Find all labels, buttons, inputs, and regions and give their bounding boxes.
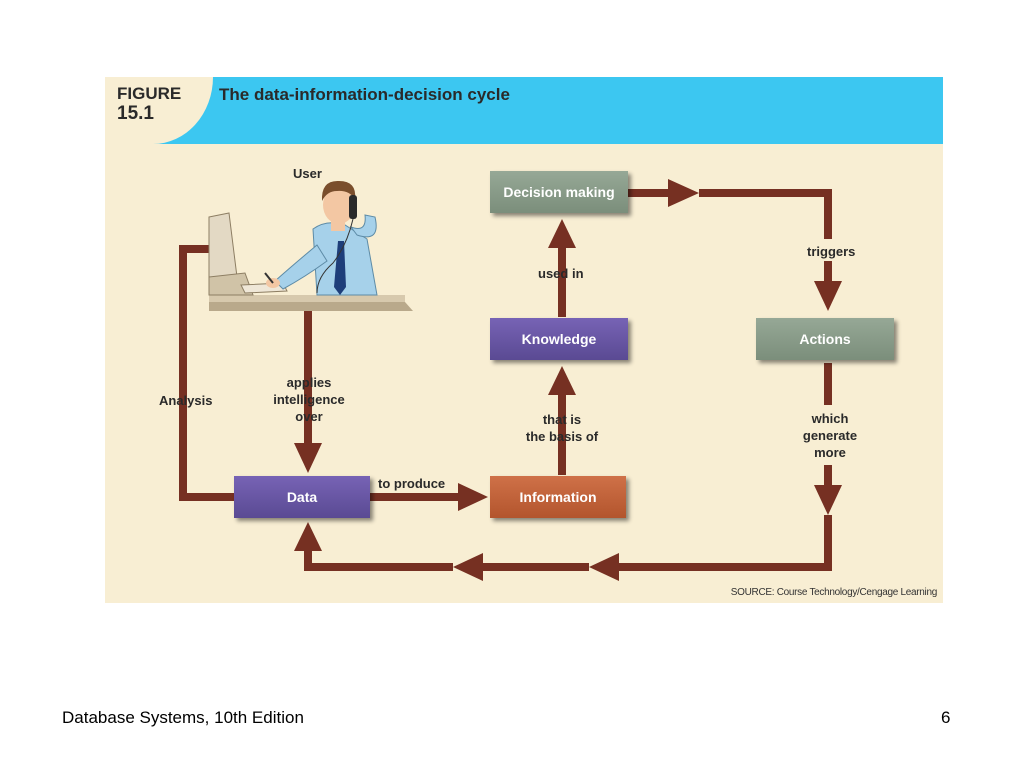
arrow-info-to-knowledge-head xyxy=(548,366,576,395)
that-is-the-basis-of-label: that is the basis of xyxy=(519,411,605,445)
arrow-bottom-up-head xyxy=(294,522,322,551)
phone xyxy=(349,195,357,219)
desk-surface xyxy=(209,295,405,302)
cycle-arrows xyxy=(179,179,842,581)
arrow-analysis-bottom xyxy=(179,493,235,501)
arrow-actions-down-2 xyxy=(824,465,832,485)
arrow-bottom-head-1 xyxy=(589,553,619,581)
arrow-decision-right-head xyxy=(668,179,699,207)
user-illustration xyxy=(208,180,413,311)
arrow-actions-down-head xyxy=(814,485,842,515)
arrow-decision-right-2 xyxy=(699,189,832,197)
decision-making-box: Decision making xyxy=(490,171,628,213)
arrow-user-to-data-shaft xyxy=(304,309,312,443)
that-is-the-basis-of-line-2: the basis of xyxy=(525,429,599,444)
arrow-to-actions-head xyxy=(814,281,842,311)
actions-label: Actions xyxy=(799,331,851,347)
information-label: Information xyxy=(519,489,597,505)
arrow-info-to-knowledge-shaft xyxy=(558,393,566,475)
actions-box: Actions xyxy=(756,318,894,360)
figure-label-word: FIGURE xyxy=(117,84,182,103)
hair xyxy=(321,180,356,201)
head xyxy=(323,186,355,224)
which-generate-more-label: which generate more xyxy=(795,410,865,461)
monitor-base xyxy=(208,272,254,296)
arrow-bottom-3 xyxy=(304,563,453,571)
triggers-label: triggers xyxy=(807,244,856,259)
that-is-the-basis-of-line-1: that is xyxy=(542,412,582,427)
arrow-bottom-2 xyxy=(483,563,589,571)
arm-right xyxy=(349,214,377,238)
arrow-user-to-data-head xyxy=(294,443,322,473)
applies-intelligence-over-line-2: intelligence xyxy=(273,392,345,407)
arrow-data-to-info-head xyxy=(458,483,488,511)
knowledge-label: Knowledge xyxy=(521,331,597,347)
pen xyxy=(264,272,274,284)
tie xyxy=(334,241,346,295)
analysis-label: Analysis xyxy=(159,393,213,408)
phone-cord xyxy=(316,218,354,294)
arrow-triggers-down-2 xyxy=(824,261,832,281)
arrow-bottom-head-2 xyxy=(453,553,483,581)
figure-label-number: 15.1 xyxy=(117,103,154,124)
arrow-actions-down-1 xyxy=(824,363,832,405)
applies-intelligence-over-line-3: over xyxy=(295,409,323,424)
applies-intelligence-over-label: applies intelligence over xyxy=(267,374,351,425)
desk xyxy=(209,302,413,311)
applies-intelligence-over-line-1: applies xyxy=(286,375,332,390)
arrow-knowledge-to-decision-shaft xyxy=(558,245,566,317)
which-generate-more-line-2: generate xyxy=(802,428,858,443)
monitor xyxy=(208,212,238,282)
figure-title: The data-information-decision cycle xyxy=(219,85,510,104)
arrow-data-to-info-shaft xyxy=(370,493,462,501)
arrow-analysis-vertical xyxy=(179,245,187,501)
page-number: 6 xyxy=(941,708,951,727)
arrow-analysis-top xyxy=(179,245,209,253)
user-label: User xyxy=(293,166,322,181)
knowledge-box: Knowledge xyxy=(490,318,628,360)
arrow-bottom-up-shaft xyxy=(304,547,312,571)
to-produce-label: to produce xyxy=(378,476,446,491)
arrow-decision-right-1 xyxy=(628,189,668,197)
arrow-decision-down-1 xyxy=(824,189,832,239)
decision-making-label: Decision making xyxy=(503,184,615,200)
arm-left xyxy=(274,244,328,290)
footer-book-title: Database Systems, 10th Edition xyxy=(62,708,304,727)
which-generate-more-line-1: which xyxy=(811,411,849,426)
arrow-knowledge-to-decision-head xyxy=(548,219,576,248)
data-label: Data xyxy=(286,489,318,505)
used-in-label: used in xyxy=(538,266,584,281)
which-generate-more-line-3: more xyxy=(814,445,846,460)
arrow-actions-down-3 xyxy=(824,515,832,571)
arrow-bottom-1 xyxy=(619,563,832,571)
figure-panel: FIGURE 15.1 The data-information-decisio… xyxy=(105,77,943,603)
data-box: Data xyxy=(234,476,370,518)
figure-header: FIGURE 15.1 The data-information-decisio… xyxy=(105,77,943,144)
source-credit: SOURCE: Course Technology/Cengage Learni… xyxy=(730,587,938,598)
information-box: Information xyxy=(490,476,626,518)
